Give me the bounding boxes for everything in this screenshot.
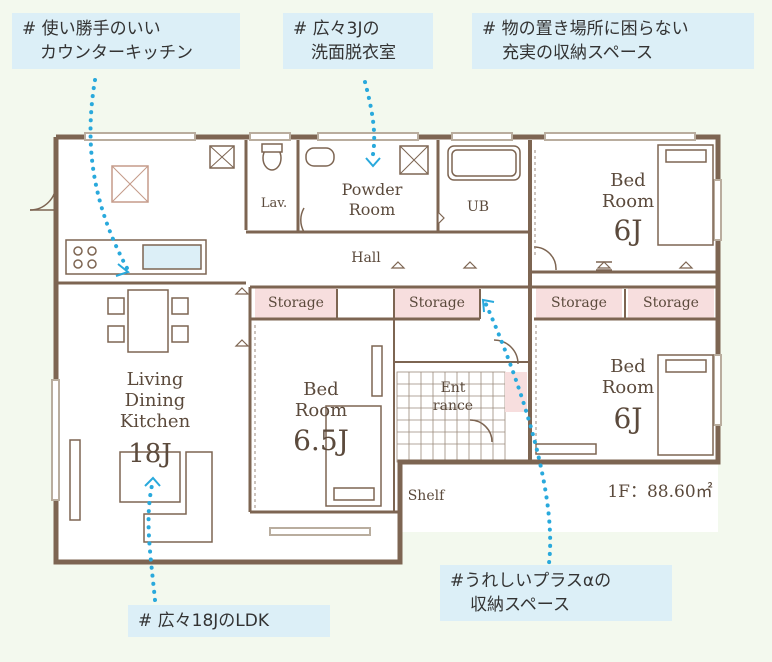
label-bed2-line2: Room [295,400,347,421]
label-powder-line2: Room [349,200,395,219]
callout-powder-line1: # 広々3Jの [293,19,380,39]
windows [51,132,722,536]
label-storage-2: Storage [409,295,465,311]
label-ldk-line1: Living [127,369,184,390]
callout-powder-line2: 洗面脱衣室 [311,43,396,63]
callout-kitchen-line2: カウンターキッチン [40,43,193,63]
storage-3-fill [536,287,622,319]
label-storage-1: Storage [268,295,324,311]
label-ldk-line3: Kitchen [120,411,191,432]
label-bed3-line1: Bed [610,356,645,377]
label-floor-area: 1F：88.60㎡ [607,482,712,502]
callout-ldk: # 広々18JのLDK [128,605,330,637]
leader-lines [88,78,553,602]
label-bed2-size: 6.5J [293,424,349,457]
label-bed1-line2: Room [602,191,654,212]
doors [29,183,612,443]
callout-powder: # 広々3Jの 洗面脱衣室 [283,13,433,69]
callout-kitchen-line1: # 使い勝手のいい [22,19,161,39]
beds [325,144,714,507]
label-bed3-size: 6J [613,402,642,435]
label-bed3-line2: Room [602,377,654,398]
walls [53,134,721,565]
label-powder-line1: Powder [342,180,403,199]
label-shelf: Shelf [408,488,446,504]
storage-4-fill [628,287,714,319]
label-ldk-line2: Dining [125,390,186,411]
label-ub: UB [467,199,489,215]
callout-kitchen: # 使い勝手のいい カウンターキッチン [12,13,240,69]
label-entrance-line1: Ent [441,380,466,396]
label-bed1-size: 6J [613,214,642,247]
label-storage-4: Storage [643,295,699,311]
callout-storage: # 物の置き場所に困らない 充実の収納スペース [472,13,754,69]
callout-ldk-line1: # 広々18JのLDK [138,611,270,631]
callout-storage-line2: 充実の収納スペース [502,43,653,63]
callout-plus-alpha-line1: #うれしいプラスαの [450,571,612,591]
dining-set [69,289,189,521]
label-bed1-line1: Bed [610,170,645,191]
callout-plus-alpha-line2: 収納スペース [470,595,570,615]
label-hall: Hall [351,250,381,266]
label-bed2-line1: Bed [303,379,338,400]
kitchen-fixtures [65,145,235,275]
label-entrance-line2: rance [433,398,473,414]
entrance-tiles [396,371,506,463]
label-storage-3: Storage [551,295,607,311]
label-lav: Lav. [261,196,287,211]
callout-storage-line1: # 物の置き場所に困らない [482,19,689,39]
callout-plus-alpha: #うれしいプラスαの 収納スペース [440,565,672,621]
storage-2-fill [394,287,480,319]
storage-1-fill [255,287,337,319]
bath-fixtures [261,143,521,181]
label-ldk-size: 18J [128,439,172,469]
